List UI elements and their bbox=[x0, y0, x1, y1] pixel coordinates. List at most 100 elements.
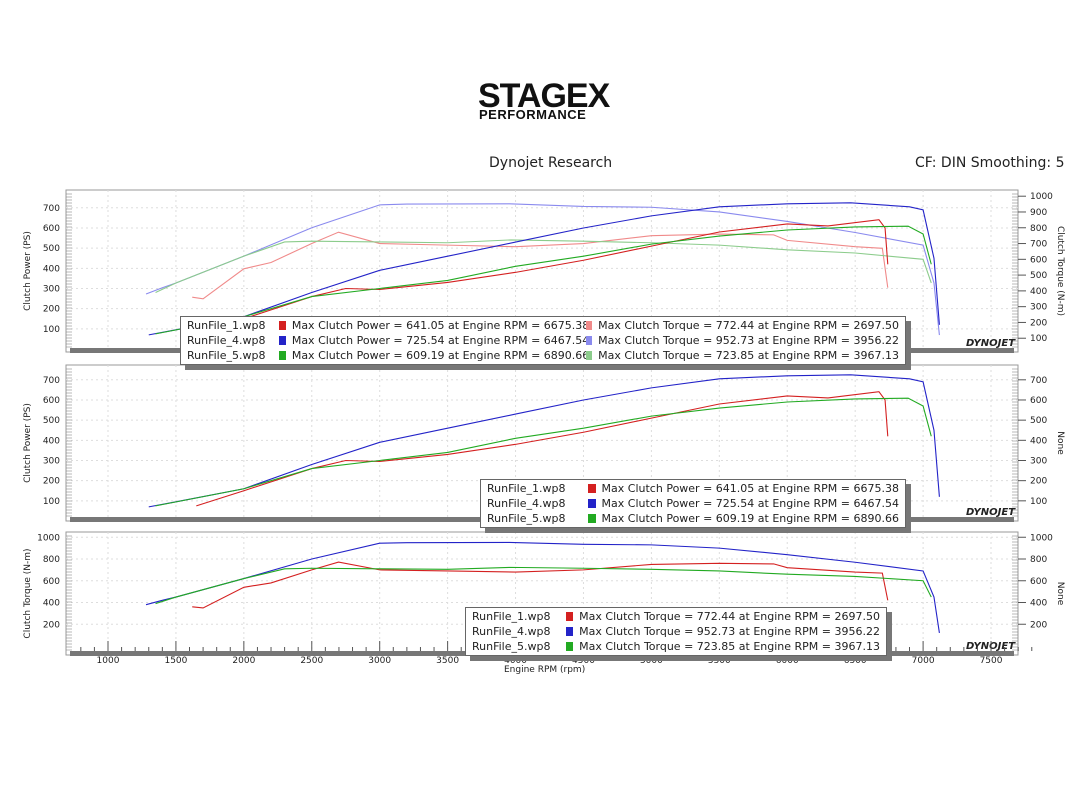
power-line-run1 bbox=[196, 219, 889, 335]
legend-swatch bbox=[587, 514, 596, 523]
y-tick-label: 400 bbox=[43, 599, 60, 609]
x-tick-label: 7500 bbox=[980, 656, 1003, 666]
y-tick-label: 100 bbox=[43, 497, 60, 507]
legend-swatch bbox=[565, 612, 574, 621]
y-tick-label: 500 bbox=[43, 244, 60, 254]
y-axis-label: Clutch Power (PS) bbox=[23, 403, 33, 483]
y-tick-label: 100 bbox=[43, 325, 60, 335]
x-tick-label: 2500 bbox=[300, 656, 323, 666]
y-tick-label: 700 bbox=[43, 204, 60, 214]
y-tick-label: 200 bbox=[43, 620, 60, 630]
legend-text: Max Clutch Torque = 952.73 at Engine RPM… bbox=[598, 334, 899, 347]
legend-text: Max Clutch Power = 641.05 at Engine RPM … bbox=[601, 482, 899, 495]
y-tick-label: 500 bbox=[43, 416, 60, 426]
x-tick-label: 6000 bbox=[776, 656, 799, 666]
legend-text: Max Clutch Power = 609.19 at Engine RPM … bbox=[291, 349, 590, 362]
legend-swatch bbox=[585, 321, 593, 330]
legend-file: RunFile_1.wp8 bbox=[487, 482, 566, 495]
legend-text: Max Clutch Torque = 772.44 at Engine RPM… bbox=[598, 319, 899, 332]
y-tick-label: 200 bbox=[43, 305, 60, 315]
y-tick-right-label: 800 bbox=[1030, 224, 1047, 234]
legend-swatch bbox=[587, 484, 596, 493]
y-tick-label: 600 bbox=[43, 224, 60, 234]
stagex-logo: STAGEX PERFORMANCE bbox=[478, 77, 612, 122]
y-tick-right-label: 500 bbox=[1030, 416, 1047, 426]
x-tick-label: 2000 bbox=[232, 656, 255, 666]
torque-line-run5 bbox=[155, 566, 932, 605]
legend-swatch bbox=[279, 351, 286, 360]
y-tick-right-label: 200 bbox=[1030, 318, 1047, 328]
legend-swatch bbox=[585, 336, 593, 345]
cf-smoothing-label: CF: DIN Smoothing: 5 bbox=[915, 155, 1064, 171]
legend-file: RunFile_1.wp8 bbox=[472, 610, 551, 623]
y-tick-right-label: 700 bbox=[1030, 376, 1047, 386]
y-tick-label: 400 bbox=[43, 436, 60, 446]
y-tick-right-label: 900 bbox=[1030, 208, 1047, 218]
x-tick-label: 4000 bbox=[504, 656, 527, 666]
y-tick-right-label: 600 bbox=[1030, 396, 1047, 406]
y-tick-label: 1000 bbox=[37, 533, 60, 543]
x-tick-label: 3500 bbox=[436, 656, 459, 666]
y-tick-label: 600 bbox=[43, 577, 60, 587]
y-tick-right-label: 100 bbox=[1030, 334, 1047, 344]
x-tick-label: 5500 bbox=[708, 656, 731, 666]
legend-swatch bbox=[585, 351, 593, 360]
legend-text: Max Clutch Torque = 723.85 at Engine RPM… bbox=[579, 640, 880, 653]
legend-file: RunFile_4.wp8 bbox=[487, 497, 566, 510]
y-tick-right-label: 200 bbox=[1030, 477, 1047, 487]
legend-file: RunFile_1.wp8 bbox=[187, 319, 266, 332]
x-tick-label: 1000 bbox=[97, 656, 120, 666]
y-tick-right-label: 1000 bbox=[1030, 192, 1053, 202]
y-tick-right-label: 700 bbox=[1030, 240, 1047, 250]
y-tick-right-label: 300 bbox=[1030, 456, 1047, 466]
chart-title: Dynojet Research bbox=[489, 155, 612, 171]
torque-line-run5 bbox=[155, 239, 932, 293]
dynojet-logo: DYNOJET bbox=[966, 338, 1016, 349]
power-line-run4 bbox=[148, 202, 940, 336]
legend-swatch bbox=[565, 642, 574, 651]
legend-text: Max Clutch Power = 725.54 at Engine RPM … bbox=[291, 334, 590, 347]
y-tick-right-label: 400 bbox=[1030, 287, 1047, 297]
legend-file: RunFile_5.wp8 bbox=[472, 640, 551, 653]
legend-panel-3: RunFile_1.wp8 Max Clutch Torque = 772.44 … bbox=[465, 607, 887, 656]
legend-swatch bbox=[587, 499, 596, 508]
y-axis-label: Clutch Power (PS) bbox=[23, 231, 33, 311]
legend-text: Max Clutch Power = 609.19 at Engine RPM … bbox=[601, 512, 899, 525]
y-tick-label: 300 bbox=[43, 456, 60, 466]
power-line-run5 bbox=[155, 397, 932, 507]
legend-panel-2: RunFile_1.wp8 Max Clutch Power = 641.05 a… bbox=[480, 479, 906, 528]
y-tick-label: 300 bbox=[43, 284, 60, 294]
y-tick-right-label: 200 bbox=[1030, 620, 1047, 630]
legend-swatch bbox=[279, 321, 286, 330]
y-tick-right-label: 600 bbox=[1030, 577, 1047, 587]
torque-line-run1 bbox=[192, 561, 889, 609]
x-tick-label: 5000 bbox=[640, 656, 663, 666]
legend-text: Max Clutch Torque = 772.44 at Engine RPM… bbox=[579, 610, 880, 623]
legend-text: Max Clutch Torque = 723.85 at Engine RPM… bbox=[598, 349, 899, 362]
y-tick-right-label: 400 bbox=[1030, 436, 1047, 446]
y-tick-right-label: 400 bbox=[1030, 599, 1047, 609]
x-axis-label: Engine RPM (rpm) bbox=[504, 665, 585, 675]
legend-file: RunFile_5.wp8 bbox=[187, 349, 266, 362]
legend-swatch bbox=[565, 627, 574, 636]
legend-file: RunFile_4.wp8 bbox=[187, 334, 266, 347]
y-axis-label: Clutch Torque (N-m) bbox=[23, 548, 33, 638]
y-axis-right-label: Clutch Torque (N-m) bbox=[1055, 226, 1065, 316]
legend-file: RunFile_4.wp8 bbox=[472, 625, 551, 638]
x-tick-label: 3000 bbox=[368, 656, 391, 666]
y-tick-right-label: 100 bbox=[1030, 497, 1047, 507]
power-line-run5 bbox=[155, 225, 932, 335]
x-tick-label: 7000 bbox=[912, 656, 935, 666]
y-tick-right-label: 500 bbox=[1030, 271, 1047, 281]
y-tick-label: 200 bbox=[43, 477, 60, 487]
torque-line-run1 bbox=[192, 231, 889, 300]
legend-text: Max Clutch Torque = 952.73 at Engine RPM… bbox=[579, 625, 880, 638]
y-tick-label: 400 bbox=[43, 264, 60, 274]
power-line-run4 bbox=[148, 374, 940, 508]
legend-swatch bbox=[279, 336, 286, 345]
dynojet-logo: DYNOJET bbox=[966, 507, 1016, 518]
x-tick-label: 1500 bbox=[164, 656, 187, 666]
